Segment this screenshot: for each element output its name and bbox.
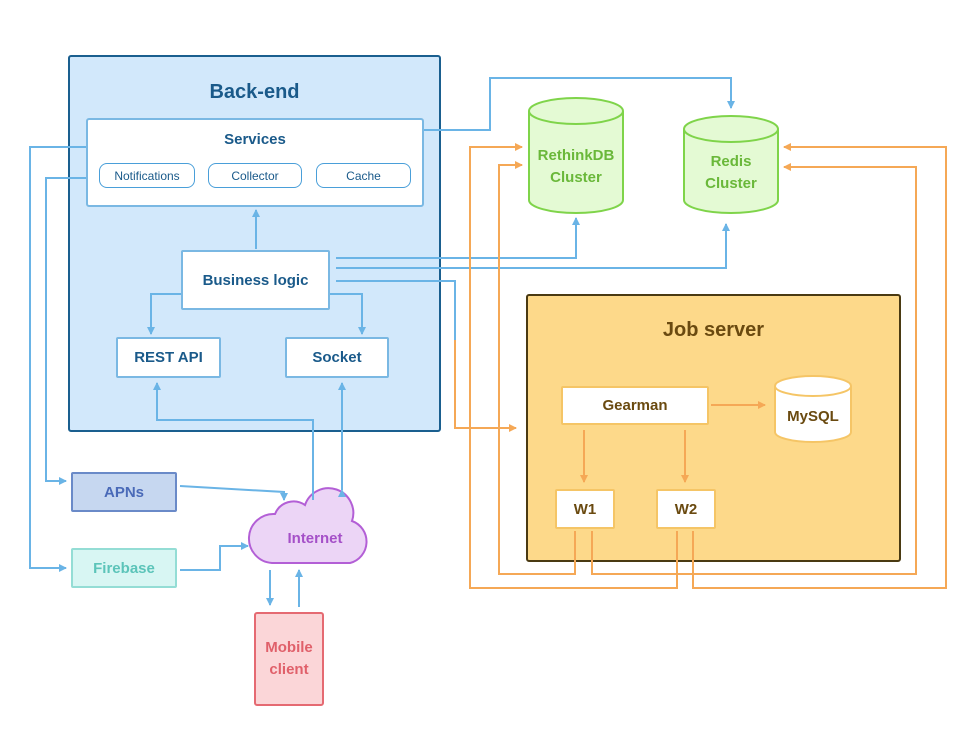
rethinkdb-cylinder: RethinkDB Cluster — [528, 97, 624, 214]
rest-api-box: REST API — [116, 337, 221, 378]
arrow-logic-to-rethinkdb — [336, 217, 580, 259]
rethinkdb-label-line2: Cluster — [550, 169, 602, 186]
services-box — [86, 118, 424, 207]
redis-label-line1: Redis — [711, 153, 752, 170]
arrow-w1-to-rethinkdb — [498, 161, 576, 575]
arrow-logic-to-socket — [330, 293, 366, 335]
arrow-internet-to-rest — [153, 382, 314, 500]
arrow-w2-to-rethinkdb — [469, 143, 678, 589]
mobile-client-box: Mobile client — [254, 612, 324, 706]
mobile-client-label-line1: Mobile — [265, 639, 313, 656]
backend-title: Back-end — [209, 80, 300, 103]
arrow-w2-to-redis — [692, 143, 947, 589]
redis-cylinder: Redis Cluster — [683, 115, 779, 214]
socket-box: Socket — [285, 337, 389, 378]
apns-box: APNs — [71, 472, 177, 512]
services-title: Services — [224, 130, 286, 148]
arrow-logic-to-redis — [336, 223, 730, 269]
firebase-box: Firebase — [71, 548, 177, 588]
line-logic-to-jobserver — [336, 280, 456, 340]
arrow-apns-to-internet — [179, 485, 288, 501]
arrow-services-to-firebase — [29, 146, 86, 572]
internet-cloud: Internet — [247, 487, 368, 564]
mobile-client-label-line2: client — [269, 661, 309, 678]
cache-service: Cache — [316, 163, 411, 188]
worker-w2: W2 — [656, 489, 716, 529]
arrow-services-to-redis — [424, 77, 735, 131]
rethinkdb-label-line1: RethinkDB — [538, 147, 615, 164]
job-server-title: Job server — [662, 318, 765, 341]
business-logic-box: Business logic — [181, 250, 330, 310]
internet-label: Internet — [287, 530, 342, 547]
gearman-box: Gearman — [561, 386, 709, 425]
arrow-logic-to-rest — [147, 293, 181, 335]
arrow-w1-to-redis — [591, 163, 917, 575]
mysql-label: MySQL — [787, 408, 839, 425]
collector-service: Collector — [208, 163, 302, 188]
redis-label-line2: Cluster — [705, 175, 757, 192]
worker-w1: W1 — [555, 489, 615, 529]
mysql-cylinder: MySQL — [774, 375, 852, 443]
arrow-firebase-to-internet — [180, 542, 249, 571]
notifications-service: Notifications — [99, 163, 195, 188]
arrow-services-to-apns — [45, 177, 86, 485]
arrow-logic-to-jobserver — [454, 340, 517, 432]
